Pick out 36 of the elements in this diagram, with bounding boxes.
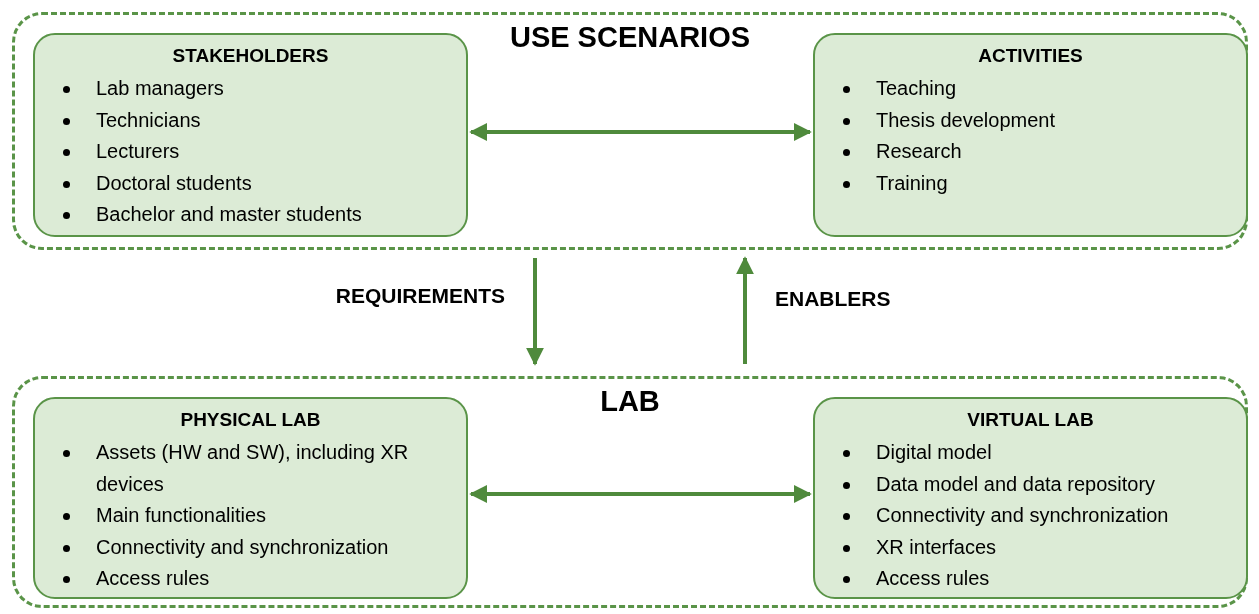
- rounded-box: [33, 397, 468, 599]
- dashed-group-frame: [12, 12, 1248, 250]
- list-item: Access rules: [876, 567, 990, 589]
- group-heading: USE SCENARIOS: [509, 21, 751, 54]
- edge-label: ENABLERS: [775, 287, 891, 311]
- list-item: Lab managers: [96, 77, 224, 99]
- arrow: [736, 256, 754, 364]
- group-heading: LAB: [600, 385, 660, 418]
- box-heading: VIRTUAL LAB: [967, 409, 1094, 431]
- edge-label: REQUIREMENTS: [335, 284, 505, 308]
- list-item: Connectivity and synchronization: [96, 535, 389, 558]
- list-item: Access rules: [96, 567, 210, 589]
- list-item: Training: [876, 171, 948, 194]
- list-item: Thesis development: [876, 108, 1055, 131]
- list-item: XR interfaces: [876, 535, 997, 558]
- dashed-group-frame: [12, 376, 1248, 608]
- list-item: Teaching: [876, 77, 957, 99]
- list-item: Doctoral students: [96, 171, 252, 194]
- list-item: Digital model: [876, 441, 992, 463]
- rounded-box: [813, 33, 1248, 237]
- list-item: Bachelor and master students: [96, 203, 362, 225]
- box-heading: PHYSICAL LAB: [180, 409, 321, 431]
- rounded-box: [813, 397, 1248, 599]
- list-item: Research: [876, 140, 962, 162]
- arrow: [526, 258, 544, 366]
- box-heading: STAKEHOLDERS: [172, 45, 329, 67]
- list-item: Assets (HW and SW), including XR devices: [96, 441, 409, 495]
- arrow: [469, 485, 812, 503]
- rounded-box: [33, 33, 468, 237]
- box-heading: ACTIVITIES: [978, 45, 1083, 67]
- list-item: Data model and data repository: [876, 472, 1156, 495]
- list-item: Lecturers: [96, 140, 180, 162]
- list-item: Main functionalities: [96, 504, 267, 526]
- list-item: Connectivity and synchronization: [876, 504, 1169, 526]
- arrow: [469, 123, 812, 141]
- list-item: Technicians: [96, 108, 201, 131]
